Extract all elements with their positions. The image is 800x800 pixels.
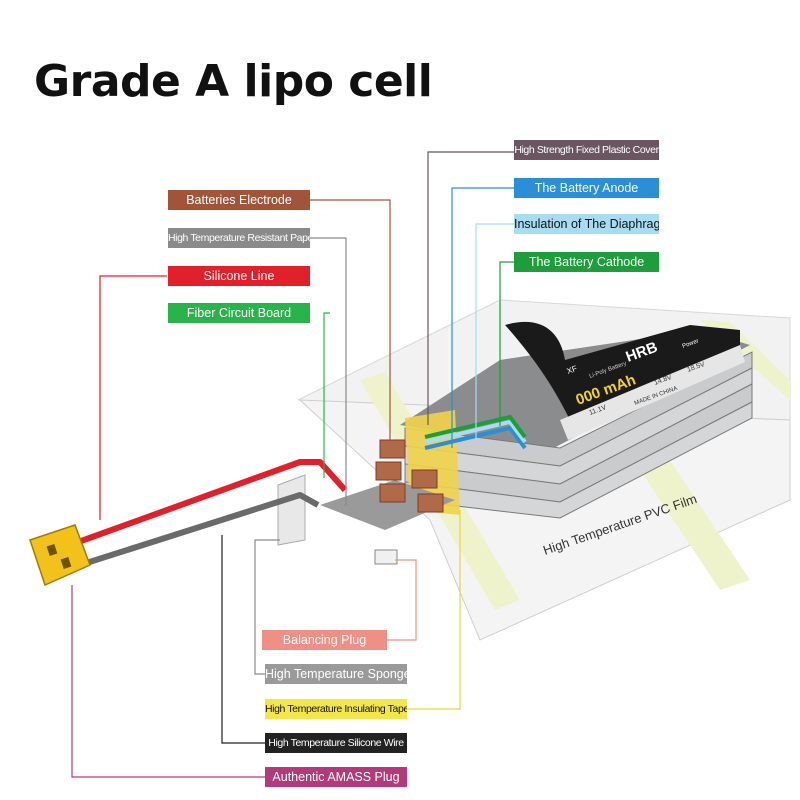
leader-insulating-tape [405, 510, 461, 710]
battery-label-panel [560, 345, 745, 440]
red-wire [68, 459, 348, 548]
leader-resistant-paper [310, 237, 347, 505]
leader-fiber-board [323, 312, 330, 478]
label-fiber-board: Fiber Circuit Board [168, 303, 310, 323]
amass-plug-shape [29, 524, 91, 587]
label-cathode: The Battery Cathode [514, 252, 659, 272]
pvc-film-stripe [640, 460, 750, 590]
cathode-layer [424, 414, 527, 439]
leader-silicone-wire [221, 535, 265, 744]
leader-silicone-line [99, 275, 167, 520]
anode-layer [424, 425, 527, 450]
circuit-board [320, 480, 455, 530]
label-plastic-cover: High Strength Fixed Plastic Cover [514, 140, 659, 160]
electrode-tabs [375, 439, 444, 513]
sponge-block [277, 474, 306, 546]
leader-balancing-plug [387, 559, 417, 641]
leader-amass-plug [71, 585, 265, 778]
battery-label-wrap [505, 321, 740, 430]
label-insulating-tape: High Temperature Insulating Tape [265, 699, 407, 719]
label-sponge: High Temperature Sponge [265, 664, 407, 684]
label-silicone-line: Silicone Line [168, 266, 310, 286]
leader-electrode [310, 199, 391, 440]
leader-plastic-cover [427, 151, 515, 425]
page-title: Grade A lipo cell [34, 56, 433, 107]
label-diaphragm: Insulation of The Diaphragm [514, 214, 659, 234]
diaphragm-layer [424, 419, 527, 444]
leader-anode [451, 187, 515, 448]
label-electrode: Batteries Electrode [168, 190, 310, 210]
label-amass-plug: Authentic AMASS Plug [265, 767, 407, 787]
battery-discharge: XF [566, 364, 579, 376]
battery-power: Power [682, 338, 700, 349]
label-resistant-paper: High Temperature Resistant Paper [168, 228, 310, 248]
black-wire [79, 492, 320, 568]
leader-diaphragm [475, 223, 515, 442]
label-silicone-wire: High Temperature Silicone Wire [265, 733, 407, 753]
label-anode: The Battery Anode [514, 178, 659, 198]
leader-sponge [254, 539, 280, 675]
balancing-plug-shape [374, 549, 398, 565]
label-balancing-plug: Balancing Plug [262, 630, 387, 650]
leader-cathode [499, 261, 515, 426]
